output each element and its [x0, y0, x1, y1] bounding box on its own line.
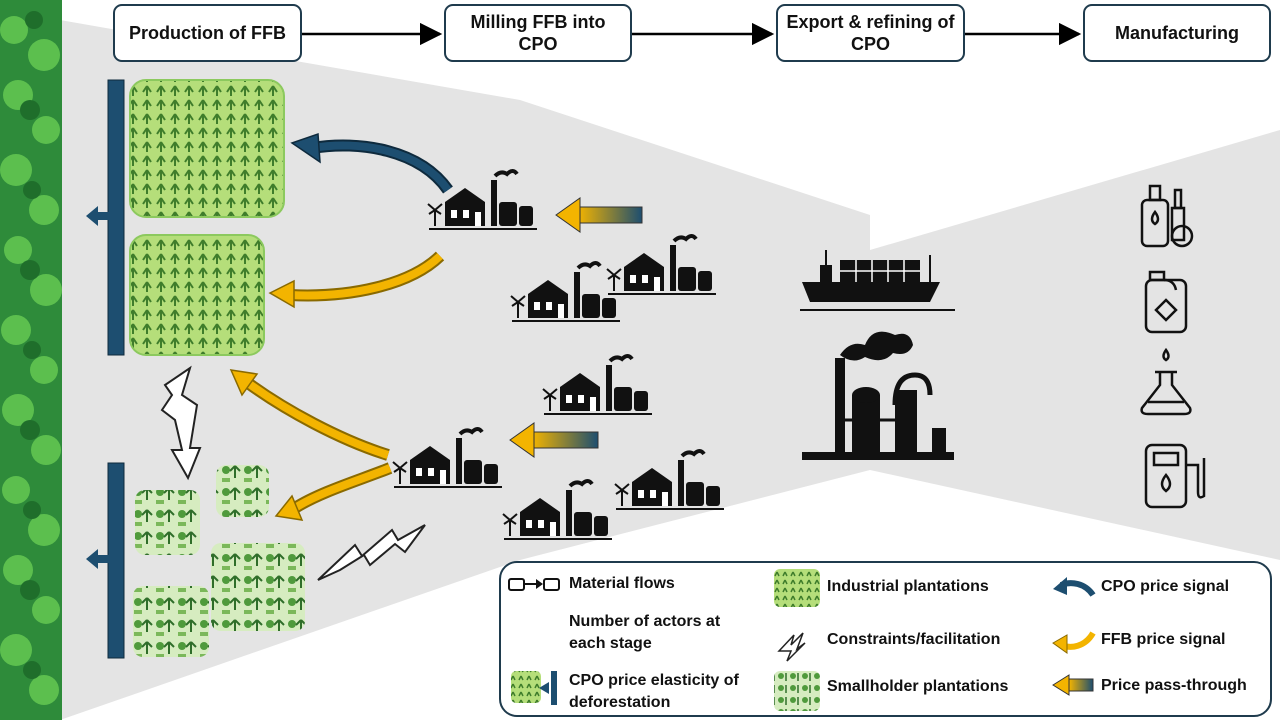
legend-cpo-signal: CPO price signal [1101, 578, 1230, 595]
industrial-plantation [129, 234, 265, 356]
constraint-bolt-icon [317, 524, 426, 581]
price-pass-through-arrow [555, 197, 643, 233]
mill-icon [509, 261, 622, 323]
cpo-price-signal-arrow [290, 132, 453, 194]
legend-material-flows: Material flows [569, 575, 675, 592]
stage-milling: Milling FFB into CPO [444, 4, 632, 62]
mill-icon [541, 354, 654, 416]
ffb-price-signal-arrow [229, 369, 390, 461]
ffb-price-signal-arrow [268, 251, 445, 309]
stage-production-ffb: Production of FFB [113, 4, 302, 62]
refinery-icon [802, 331, 954, 460]
legend-symbols [508, 569, 1096, 711]
constraint-icon [777, 632, 806, 662]
price-pass-through-arrow [509, 422, 599, 458]
smallholder-plantation [135, 490, 200, 555]
cpo-signal-icon [1053, 577, 1096, 597]
constraint-bolt-icon [160, 365, 202, 481]
forest-icon [0, 0, 62, 720]
legend-pass-through: Price pass-through [1101, 677, 1247, 694]
industrial-plantation [129, 79, 285, 218]
smallholder-plantation [216, 465, 269, 517]
mill-icon [605, 234, 718, 296]
smallholder-plantation [133, 586, 209, 657]
legend-industrial: Industrial plantations [827, 578, 989, 595]
fuel-pump-icon [1144, 443, 1206, 509]
elasticity-bar-industrial [86, 79, 125, 356]
elasticity-icon [511, 671, 557, 705]
legend-ffb-signal: FFB price signal [1101, 631, 1226, 648]
legend: Material flows Number of actors at each … [499, 561, 1272, 717]
material-flow-icon [508, 578, 560, 591]
mill-icon [391, 427, 504, 489]
detergent-icon [1144, 270, 1188, 334]
cosmetics-icon [1140, 184, 1194, 248]
mill-icon [501, 479, 614, 541]
ffb-signal-icon [1052, 631, 1096, 654]
stage-export-refining: Export & refining of CPO [776, 4, 965, 62]
chemistry-flask-icon [1140, 347, 1192, 416]
ffb-price-signal-arrow [274, 462, 393, 521]
elasticity-bar-smallholder [86, 462, 125, 659]
smallholder-plantation [211, 543, 305, 631]
mill-icon [613, 449, 726, 511]
legend-smallholder: Smallholder plantations [827, 678, 1009, 695]
smallholder-plantation-icon [774, 671, 820, 711]
pass-through-icon [1052, 674, 1094, 696]
legend-constraints: Constraints/facilitation [827, 631, 1001, 648]
legend-elasticity: CPO price elasticity of deforestation [569, 672, 739, 711]
stage-manufacturing: Manufacturing [1083, 4, 1271, 62]
legend-number-of-actors: Number of actors at each stage [569, 613, 721, 652]
industrial-plantation-icon [774, 569, 820, 607]
ship-icon [800, 250, 955, 311]
